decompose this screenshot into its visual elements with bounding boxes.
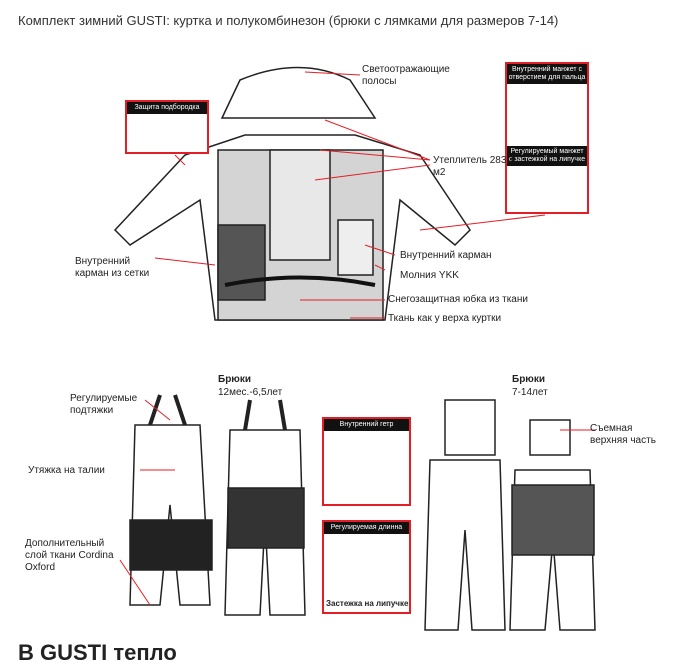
label-pants-small: Брюки [218, 374, 251, 385]
label-waist: Утяжка на талии [28, 465, 105, 476]
length-box: Регулируемая длинна Застежка на липучке [322, 520, 411, 614]
label-snow-skirt: Снегозащитная юбка из ткани [388, 294, 528, 305]
label-pants-small-size: 12мес.-6,5лет [218, 387, 283, 398]
back-panel-big [511, 484, 595, 556]
cordura-patch [129, 519, 213, 571]
inner-pocket [337, 219, 374, 276]
label-suspenders: Регулируемые подтяжки [70, 393, 138, 416]
label-velcro: Застежка на липучке [326, 599, 409, 608]
callout-arrows [119, 71, 595, 606]
gaiter-title: Внутренний гетр [324, 419, 409, 431]
label-zipper: Молния YKK [400, 270, 459, 281]
gaiter-box: Внутренний гетр [322, 417, 411, 506]
label-pants-big: Брюки [512, 374, 545, 385]
detachable-top [529, 419, 571, 456]
label-mesh-pocket: Внутренний карман из сетки [75, 256, 150, 279]
cuff-box: Внутренний манжет с отверстием для пальц… [505, 62, 589, 214]
insulation-panel [269, 149, 331, 261]
label-reflective: Светоотражающие полосы [362, 64, 450, 87]
label-inner-pocket: Внутренний карман [400, 250, 492, 261]
label-fabric: Ткань как у верха куртки [388, 313, 502, 324]
bib-front [444, 399, 496, 456]
mesh-pocket [217, 224, 266, 301]
label-cordura: Дополнительный слой ткани Cordina Oxford [25, 538, 114, 573]
pants-big-front [424, 459, 506, 631]
label-insulation: Утеплитель 283г/м2 [433, 155, 513, 178]
hood [220, 66, 377, 119]
cuff-inner-title: Внутренний манжет с отверстием для пальц… [507, 64, 587, 84]
suspender-straps [148, 394, 287, 431]
snow-skirt [224, 275, 376, 287]
chin-box: Защита подбородка [125, 100, 209, 154]
section-heading: В GUSTI тепло [18, 640, 177, 665]
length-title: Регулируемая длинна [324, 522, 409, 534]
back-panel [227, 487, 305, 549]
pants-small-back [224, 429, 306, 616]
label-pants-big-size: 7-14лет [512, 387, 548, 398]
pants-small-front [129, 424, 211, 606]
chin-title: Защита подбородка [127, 102, 207, 114]
label-detachable: Съемная верхняя часть [590, 423, 656, 446]
cuff-adj-title: Регулируемый манжет с застежкой на липуч… [507, 146, 587, 166]
image-caption: Комплект зимний GUSTI: куртка и полукомб… [18, 13, 559, 28]
